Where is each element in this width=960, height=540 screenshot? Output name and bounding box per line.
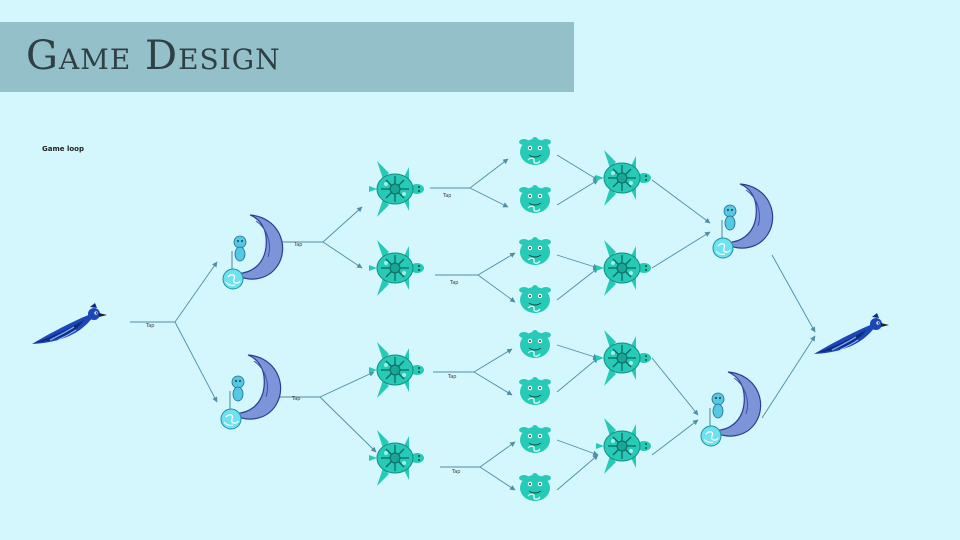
monster-icon — [518, 376, 552, 406]
monster-icon — [518, 236, 552, 266]
monster-icon — [518, 424, 552, 454]
turtle-icon — [368, 429, 425, 487]
edge-label-tap: Tap — [449, 280, 458, 286]
moon-monkey-icon — [700, 371, 762, 447]
turtle-icon — [595, 417, 652, 475]
edge-label-tap: Tap — [451, 469, 460, 475]
bird-icon — [31, 302, 108, 345]
turtle-icon — [595, 329, 652, 387]
turtle-icon — [595, 149, 652, 207]
edge-label-tap: Tap — [447, 374, 456, 380]
turtle-icon — [595, 239, 652, 297]
title-bar: Game Design — [0, 22, 574, 92]
monster-icon — [518, 472, 552, 502]
edge-label-tap: Tap — [145, 323, 154, 329]
edge-label-tap: Tap — [291, 396, 300, 402]
monster-icon — [518, 284, 552, 314]
bird-icon — [813, 312, 890, 355]
edge-label-tap: Tap — [442, 193, 451, 199]
moon-monkey-icon — [222, 214, 284, 290]
edges — [130, 154, 816, 491]
turtle-icon — [368, 341, 425, 399]
monster-icon — [518, 329, 552, 359]
moon-monkey-icon — [712, 183, 774, 259]
moon-monkey-icon — [220, 354, 282, 430]
monster-icon — [518, 136, 552, 166]
page-title: Game Design — [26, 33, 281, 79]
edge-label-tap: Tap — [293, 242, 302, 248]
monster-icon — [518, 184, 552, 214]
turtle-icon — [368, 239, 425, 297]
diagram-subtitle: Game loop — [42, 145, 84, 153]
turtle-icon — [368, 160, 425, 218]
